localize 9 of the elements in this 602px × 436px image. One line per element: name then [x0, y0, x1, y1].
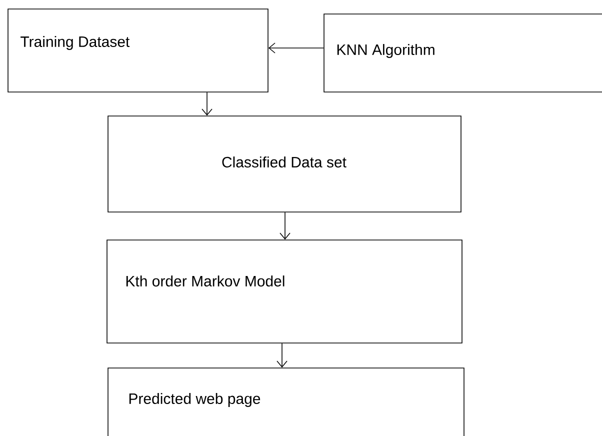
- arrow: [280, 212, 290, 240]
- process-box: KNN Algorithm: [324, 14, 602, 92]
- process-box: Training Dataset: [8, 8, 268, 92]
- process-box: Kth order Markov Model: [106, 240, 462, 344]
- arrow: [276, 343, 288, 368]
- arrow: [268, 42, 324, 54]
- process-box: Classified Data set: [108, 116, 462, 212]
- arrow: [202, 92, 212, 116]
- process-box: Predicted web page: [108, 368, 464, 436]
